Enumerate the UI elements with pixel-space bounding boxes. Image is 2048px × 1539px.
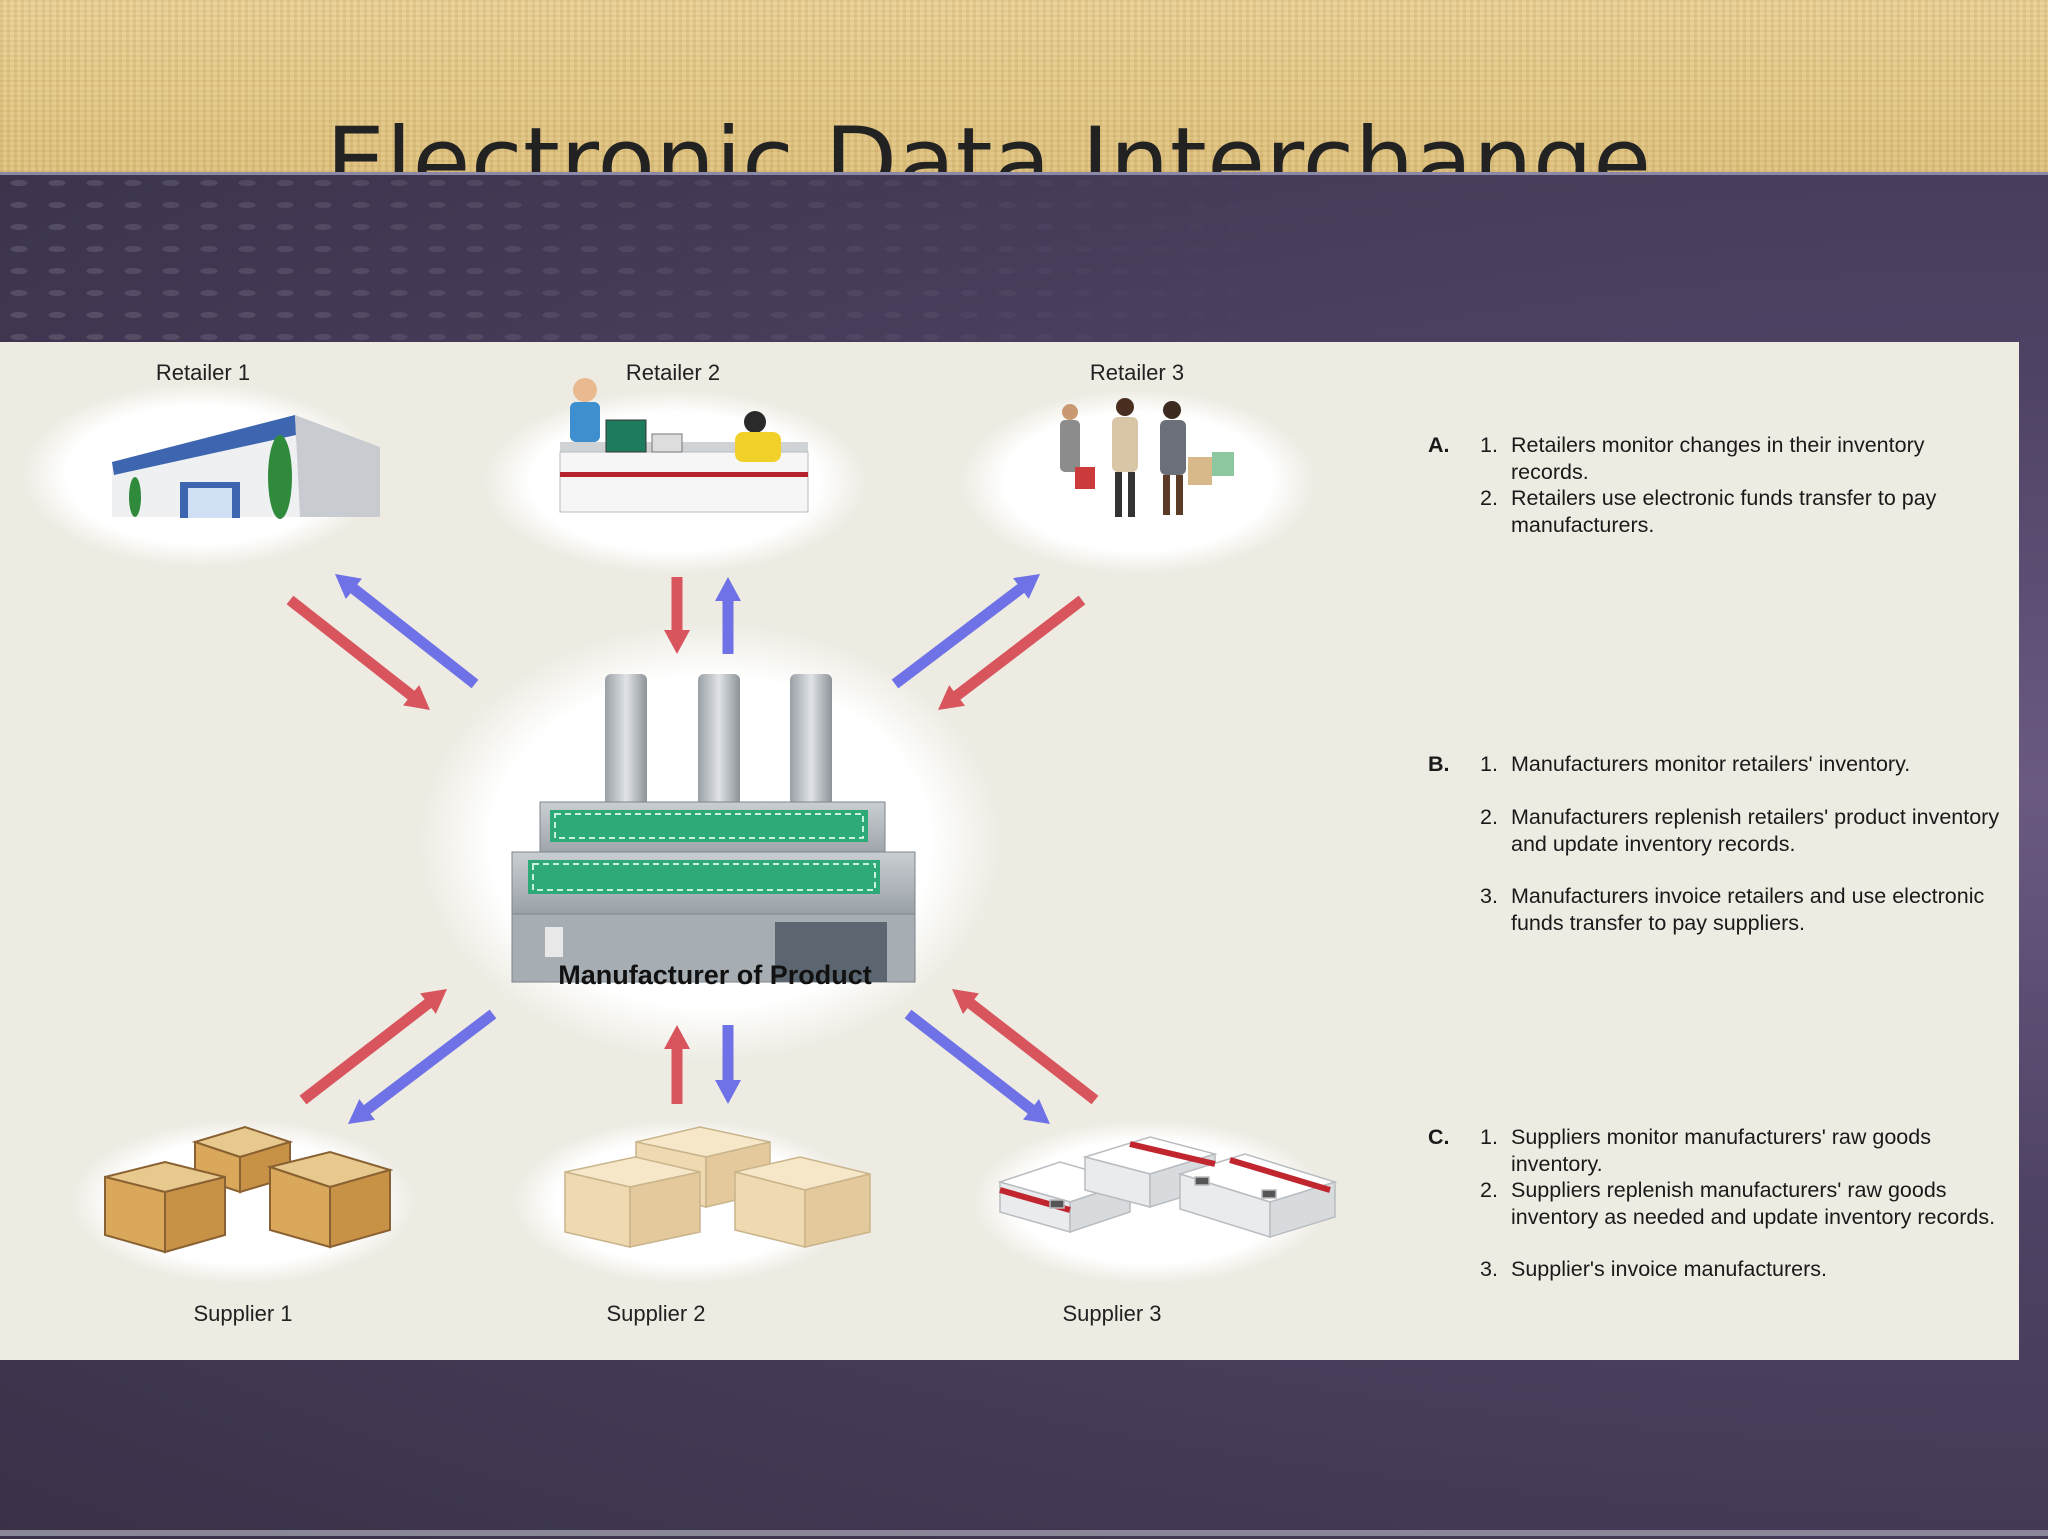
- note-a-item-1-number: 1.: [1480, 433, 1498, 457]
- retailer-1-arrow-out: [335, 574, 479, 689]
- note-c-item-2-text: Suppliers replenish manufacturers' raw g…: [1511, 1178, 1996, 1229]
- retailer-3-label: Retailer 3: [1090, 360, 1184, 385]
- checkout-counter-icon: [559, 378, 809, 513]
- supplier-2-node: Supplier 2: [513, 1120, 871, 1326]
- retailer-1-arrow-in: [286, 595, 430, 710]
- retailer-3-arrow-in: [938, 595, 1086, 710]
- note-b-item-2-text: Manufacturers replenish retailers' produ…: [1511, 805, 2000, 856]
- supplier-3-arrow-out: [904, 1009, 1050, 1124]
- store-icon: [112, 415, 380, 519]
- note-group-a-letter: A.: [1428, 433, 1450, 457]
- note-b-item-3-number: 3.: [1480, 884, 1498, 908]
- manufacturer-label: Manufacturer of Product: [558, 960, 872, 990]
- retailer-2-arrow-in: [664, 577, 690, 654]
- edi-flow-diagram: Retailer 1 Retailer 2: [22, 360, 1338, 1326]
- retailer-1-label: Retailer 1: [156, 360, 250, 385]
- edi-diagram-panel: Retailer 1 Retailer 2: [0, 342, 2019, 1360]
- note-group-b-letter: B.: [1428, 752, 1450, 776]
- note-b-item-2-number: 2.: [1480, 805, 1498, 829]
- supplier-1-arrow-in: [299, 989, 447, 1105]
- retailer-3-glow: [960, 390, 1316, 574]
- note-c-item-1-text: Suppliers monitor manufacturers' raw goo…: [1511, 1125, 1931, 1176]
- boxes-icon: [564, 1126, 871, 1248]
- note-a-item-2-number: 2.: [1480, 486, 1498, 510]
- note-a-item-1-text: Retailers monitor changes in their inven…: [1511, 433, 1925, 484]
- bottom-divider: [0, 1530, 2048, 1536]
- note-c-item-3-number: 3.: [1480, 1257, 1498, 1281]
- retailer-1-node: Retailer 1: [22, 360, 380, 567]
- packages-icon: [997, 1136, 1338, 1239]
- supplier-1-label: Supplier 1: [193, 1301, 292, 1326]
- supplier-3-label: Supplier 3: [1062, 1301, 1161, 1326]
- note-c-item-1-number: 1.: [1480, 1125, 1498, 1149]
- slide-title: Electronic Data Interchange: [326, 108, 1652, 172]
- note-a-item-2-text: Retailers use electronic funds transfer …: [1511, 486, 1937, 537]
- flow-arrows: [286, 574, 1099, 1124]
- note-c-item-2-number: 2.: [1480, 1178, 1498, 1202]
- retailer-2-node: Retailer 2: [483, 360, 867, 574]
- retailer-3-arrow-out: [891, 574, 1040, 689]
- note-b-item-3-text: Manufacturers invoice retailers and use …: [1511, 884, 1985, 935]
- shoppers-icon: [1060, 398, 1234, 517]
- retailer-2-arrow-out: [715, 577, 741, 654]
- supplier-1-node: Supplier 1: [71, 1120, 415, 1326]
- manufacturer-node: Manufacturer of Product: [418, 622, 1002, 1062]
- title-band: Electronic Data Interchange: [0, 0, 2048, 172]
- note-b-item-1-text: Manufacturers monitor retailers' invento…: [1511, 752, 1911, 776]
- supplier-2-arrow-out: [715, 1025, 741, 1104]
- supplier-3-node: Supplier 3: [972, 1120, 1338, 1326]
- note-group-c-letter: C.: [1428, 1125, 1450, 1149]
- supplier-2-label: Supplier 2: [606, 1301, 705, 1326]
- note-c-item-3-text: Supplier's invoice manufacturers.: [1511, 1257, 1828, 1281]
- crates-icon: [104, 1125, 394, 1254]
- supplier-3-arrow-in: [952, 989, 1099, 1105]
- dot-pattern: [0, 172, 1300, 342]
- retailer-2-label: Retailer 2: [626, 360, 720, 385]
- note-b-item-1-number: 1.: [1480, 752, 1498, 776]
- supplier-2-arrow-in: [664, 1025, 690, 1104]
- retailer-3-node: Retailer 3: [960, 360, 1316, 574]
- factory-icon: [511, 674, 916, 983]
- supplier-1-arrow-out: [348, 1009, 497, 1124]
